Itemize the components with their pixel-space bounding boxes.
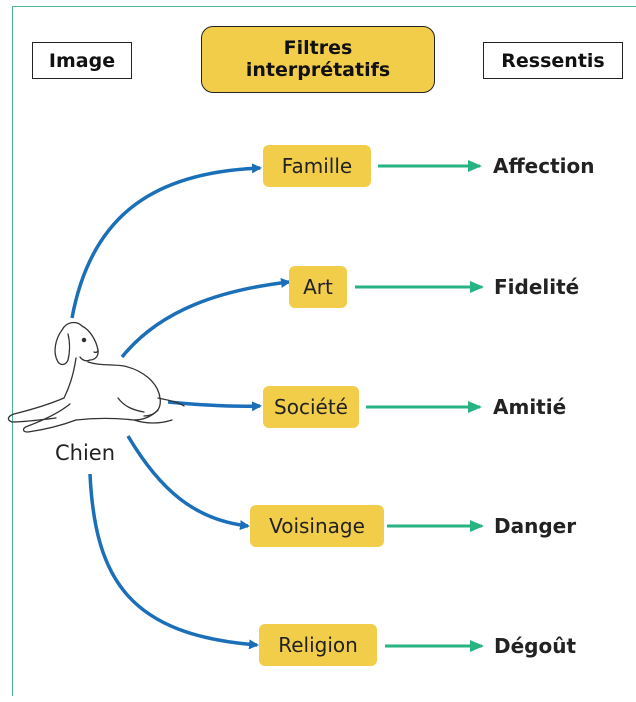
filter-religion: Religion — [259, 624, 377, 666]
filter-voisinage: Voisinage — [250, 505, 384, 547]
feeling-danger: Danger — [494, 514, 577, 538]
header-image: Image — [32, 42, 132, 79]
header-filters-line1: Filtres — [283, 36, 353, 59]
header-filters-line2: interprétatifs — [245, 58, 391, 81]
filter-art: Art — [289, 266, 347, 308]
dog-icon — [7, 321, 185, 433]
blue-arrow-religion — [88, 473, 259, 650]
feeling-degout: Dégoût — [494, 634, 577, 658]
frame-top-border — [12, 6, 636, 7]
feeling-fidelite: Fidelité — [494, 275, 580, 299]
feeling-affection: Affection — [493, 154, 595, 178]
subject-label: Chien — [55, 441, 116, 465]
header-filters: Filtres interprétatifs — [201, 26, 435, 93]
header-feelings: Ressentis — [483, 42, 623, 79]
blue-arrow-art — [120, 277, 291, 359]
frame-left-border — [12, 6, 13, 696]
filter-famille: Famille — [263, 145, 371, 187]
feeling-amitie: Amitié — [493, 395, 567, 419]
blue-arrow-voisinage — [126, 435, 250, 531]
blue-arrow-famille — [70, 163, 262, 319]
filter-societe: Société — [263, 386, 359, 428]
